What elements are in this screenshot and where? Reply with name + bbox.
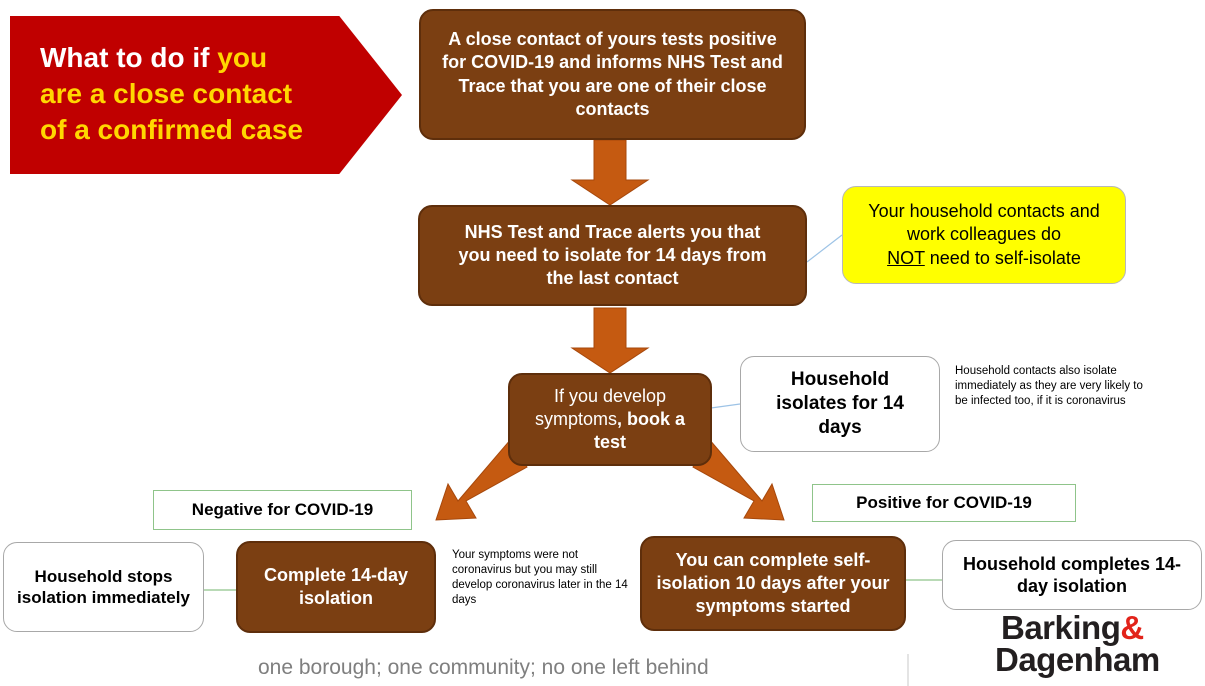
title-highlight-you: you [217,42,268,73]
household-isolates-note: Household contacts also isolate immediat… [955,365,1143,407]
down-arrow-2 [570,307,650,374]
logo-dagenham: Dagenham [995,641,1160,678]
household-note-not: NOT [887,247,925,268]
step-symptoms: If you develop symptoms, book a test [508,373,712,466]
household-note-line2: need to self-isolate [924,247,1081,268]
title-text: What to do if you are a close contact of… [40,40,360,148]
title-banner: What to do if you are a close contact of… [10,16,402,174]
step-negative-isolation: Complete 14-day isolation [236,541,436,633]
diagonal-arrow-left [435,438,528,521]
footer-tagline: one borough; one community; no one left … [258,656,709,679]
down-arrow-1 [570,139,650,206]
connector-alert-to-note [806,234,843,263]
logo-ampersand: & [1120,609,1144,646]
household-note-line1: Your household contacts and work colleag… [868,200,1100,245]
household-completes-box: Household completes 14-day isolation [942,540,1202,610]
diagonal-arrow-right [692,438,785,521]
household-contacts-note: Your household contacts and work colleag… [842,186,1126,284]
barking-dagenham-logo: Barking& Dagenham [995,609,1203,678]
logo-barking: Barking [1001,609,1121,646]
book-test-emphasis: , book a test [593,408,686,453]
step-close-contact: A close contact of yours tests positive … [419,9,806,140]
negative-result-label: Negative for COVID-19 [153,490,412,530]
household-stops-box: Household stops isolation immediately [3,542,204,632]
step-alert: NHS Test and Trace alerts you that you n… [418,205,807,306]
title-line3: of a confirmed case [40,114,303,145]
negative-result-note: Your symptoms were not coronavirus but y… [452,549,628,606]
title-line2: are a close contact [40,78,293,109]
step-positive-isolation: You can complete self-isolation 10 days … [640,536,906,631]
title-line1: What to do if [40,42,218,73]
positive-result-label: Positive for COVID-19 [812,484,1076,522]
household-isolates-box: Household isolates for 14 days [740,356,940,452]
connector-symptoms-to-household [710,403,741,409]
